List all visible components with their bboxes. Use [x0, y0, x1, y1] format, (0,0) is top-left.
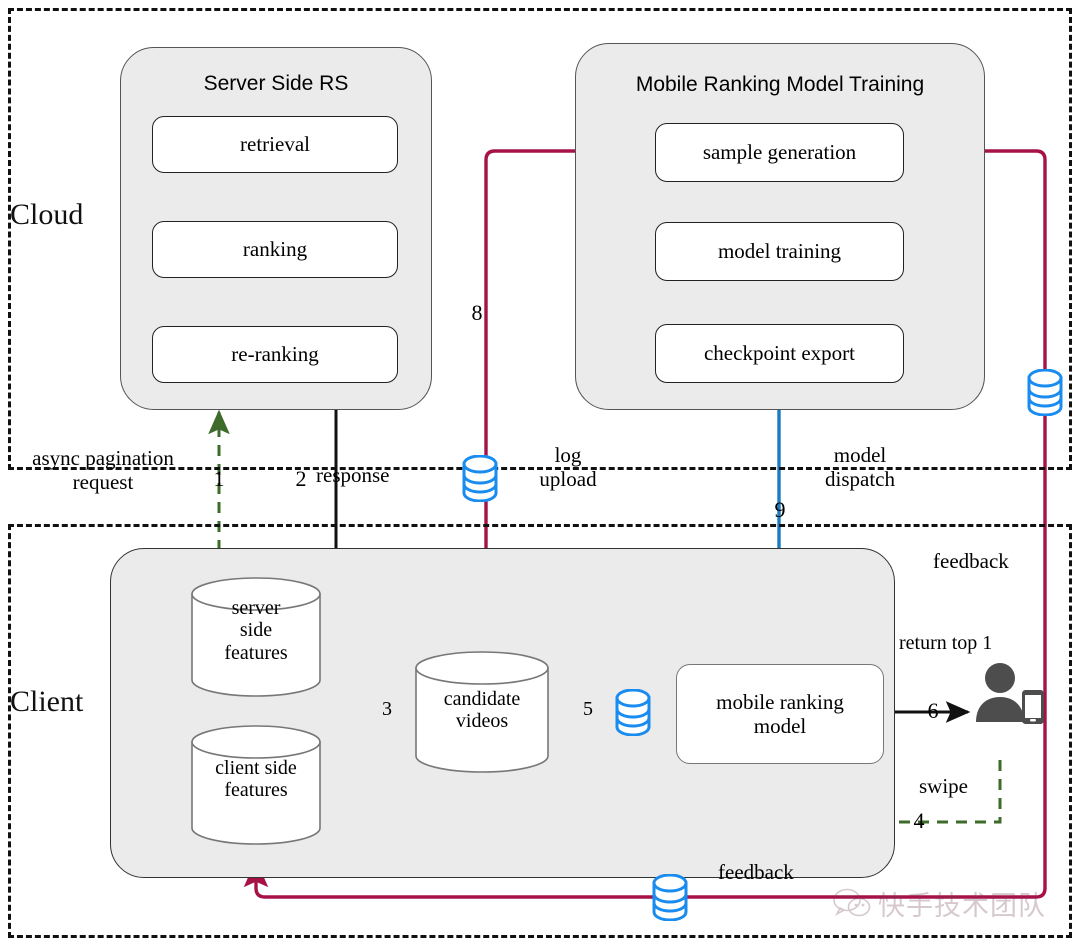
group-title-mobile-ranking-model-training: Mobile Ranking Model Training — [635, 73, 925, 96]
user-with-phone-icon — [970, 660, 1046, 736]
step-number-5: 5 — [583, 698, 593, 720]
step-number-3: 3 — [382, 698, 392, 720]
proc-box-ranking[interactable]: ranking — [152, 221, 398, 278]
datastore-client-side-features[interactable] — [190, 724, 322, 846]
step-number-9: 9 — [774, 497, 786, 522]
edge-label-swipe: swipe — [919, 774, 968, 798]
edge-label-log-upload: log upload — [539, 443, 597, 491]
step-number-1: 1 — [213, 466, 225, 491]
group-title-server-side-rs: Server Side RS — [203, 72, 349, 95]
proc-box-mobile-ranking-model[interactable]: mobile ranking model — [676, 664, 884, 764]
proc-box-model-training[interactable]: model training — [655, 222, 904, 281]
log-datastore-icon-left — [461, 454, 499, 503]
edge-label-async-pagination-request: async pagination request — [32, 446, 174, 494]
proc-box-checkpoint-export[interactable]: checkpoint export — [655, 324, 904, 383]
feedback-datastore-icon-bottom — [651, 873, 689, 922]
edge-label-response: response — [316, 463, 390, 487]
datastore-server-side-features[interactable] — [190, 576, 322, 698]
step-number-8: 8 — [471, 300, 483, 325]
step-number-4: 4 — [913, 808, 925, 833]
edge-label-model-dispatch: model dispatch — [825, 443, 895, 491]
region-client — [8, 524, 1072, 938]
candidate-datastore-icon-inline — [614, 688, 652, 737]
proc-box-sample-generation[interactable]: sample generation — [655, 123, 904, 182]
step-number-2: 2 — [295, 466, 307, 491]
edge-label-feedback-bottom: feedback — [718, 860, 794, 884]
region-cloud — [8, 8, 1072, 470]
region-label-client: Client — [10, 685, 84, 718]
datastore-candidate-videos[interactable] — [414, 650, 550, 774]
feedback-datastore-icon-right — [1026, 368, 1064, 417]
proc-box-retrieval[interactable]: retrieval — [152, 116, 398, 173]
proc-box-re-ranking[interactable]: re-ranking — [152, 326, 398, 383]
region-label-cloud: Cloud — [10, 198, 84, 231]
edge-label-return-top-1: return top 1 — [899, 632, 993, 654]
edge-label-feedback-right: feedback — [933, 549, 1009, 573]
step-number-6: 6 — [927, 698, 939, 723]
